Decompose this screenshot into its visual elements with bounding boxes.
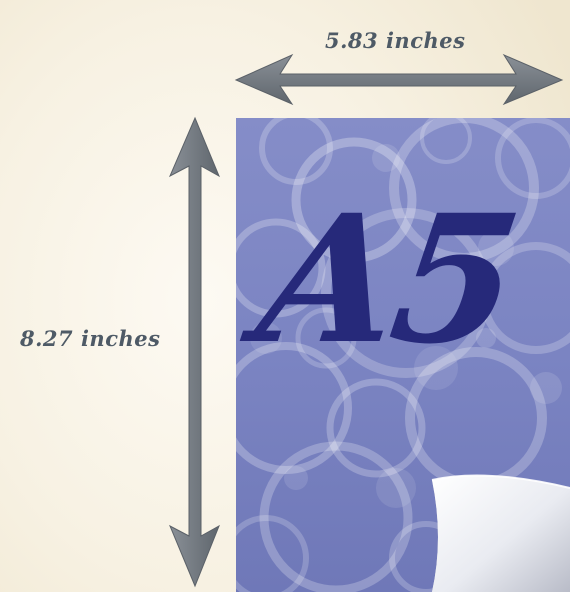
width-arrow-icon [234,53,564,106]
height-arrow-icon [168,116,221,588]
bubble-dots [250,144,562,508]
paper-size-label: A5 [247,176,528,383]
page-curl-icon [431,474,570,592]
a5-sheet [236,118,570,592]
height-dimension-label: 8.27 inches [20,326,161,351]
width-dimension-label: 5.83 inches [325,28,466,53]
